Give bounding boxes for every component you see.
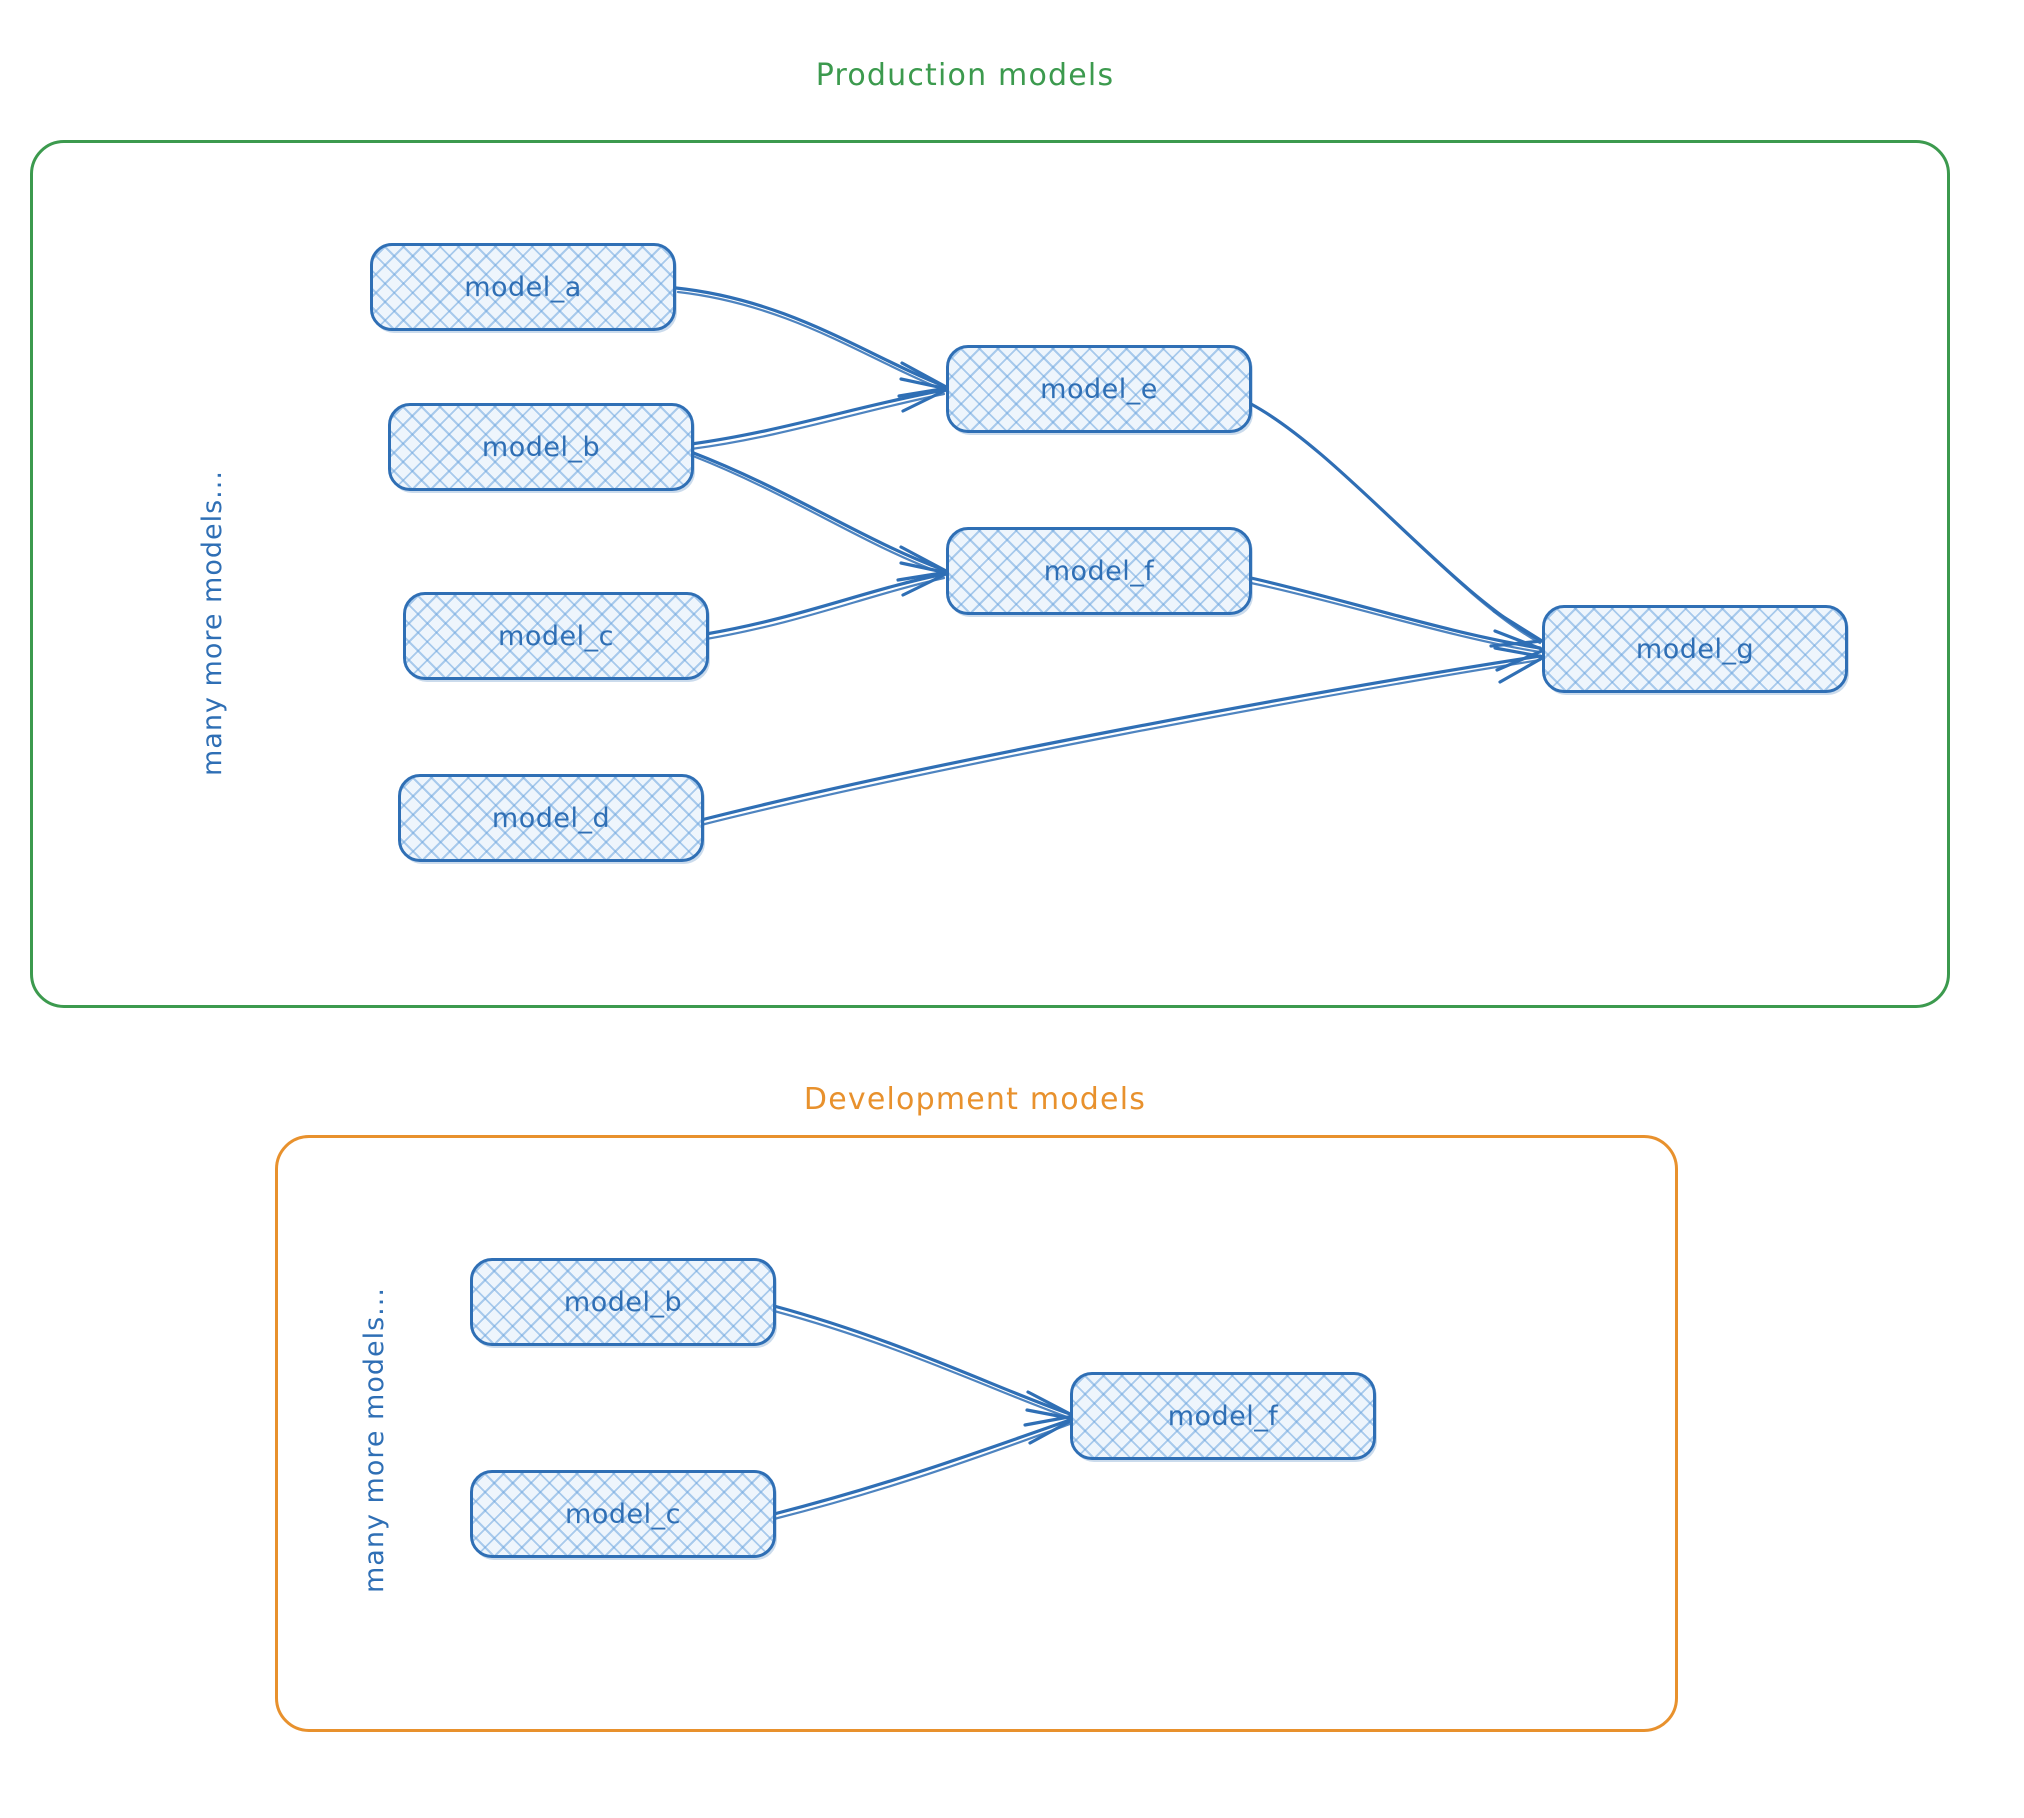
- node-label: model_f: [1043, 555, 1155, 587]
- node-dev-model-f[interactable]: model_f: [1070, 1372, 1376, 1460]
- node-label: model_g: [1635, 633, 1755, 665]
- node-prod-model-e[interactable]: model_e: [946, 345, 1252, 433]
- production-group-container: [30, 140, 1950, 1008]
- node-prod-model-g[interactable]: model_g: [1542, 605, 1848, 693]
- node-label: model_b: [481, 431, 601, 463]
- node-label: model_a: [464, 271, 582, 303]
- node-dev-model-c[interactable]: model_c: [470, 1470, 776, 1558]
- node-prod-model-c[interactable]: model_c: [403, 592, 709, 680]
- production-group-title: Production models: [815, 58, 1115, 93]
- node-dev-model-b[interactable]: model_b: [470, 1258, 776, 1346]
- development-group-title: Development models: [803, 1082, 1147, 1117]
- node-label: model_d: [491, 802, 611, 834]
- node-label: model_f: [1167, 1400, 1279, 1432]
- node-prod-model-b[interactable]: model_b: [388, 403, 694, 491]
- node-prod-model-f[interactable]: model_f: [946, 527, 1252, 615]
- node-label: model_b: [563, 1286, 683, 1318]
- node-label: model_e: [1040, 373, 1158, 405]
- node-prod-model-a[interactable]: model_a: [370, 243, 676, 331]
- node-label: model_c: [565, 1498, 681, 1530]
- node-label: model_c: [498, 620, 614, 652]
- production-side-caption: many more models...: [197, 470, 228, 776]
- development-side-caption: many more models...: [359, 1287, 390, 1593]
- development-group-container: [275, 1135, 1678, 1732]
- node-prod-model-d[interactable]: model_d: [398, 774, 704, 862]
